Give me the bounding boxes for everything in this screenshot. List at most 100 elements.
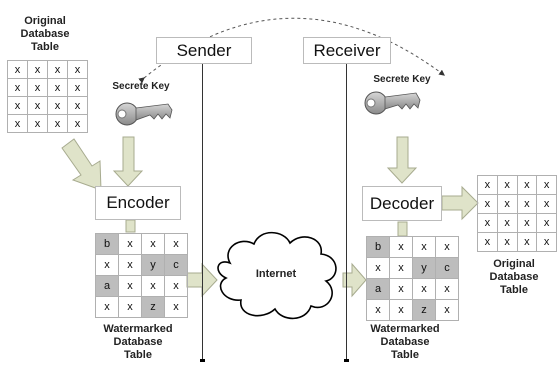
right-watermarked-label: Watermarked Database Table xyxy=(370,323,440,361)
table-cell: x xyxy=(389,257,413,279)
key-exchange-arc xyxy=(138,17,445,84)
sender-divider-end xyxy=(200,359,205,362)
table-cell: x xyxy=(67,60,88,79)
table-cell: x xyxy=(7,78,28,97)
table-cell: x xyxy=(7,96,28,115)
table-cell: x xyxy=(366,257,390,279)
receiver-title: Receiver xyxy=(313,40,381,60)
arrow-internet-to-table xyxy=(342,262,367,298)
table-cell: x xyxy=(435,299,459,321)
right-key-icon xyxy=(364,91,421,115)
table-cell: x xyxy=(118,275,142,297)
table-cell: x xyxy=(118,233,142,255)
table-cell: x xyxy=(7,60,28,79)
table-cell: x xyxy=(496,175,518,195)
table-cell: x xyxy=(67,78,88,97)
table-cell: x xyxy=(516,232,538,252)
table-cell: x xyxy=(389,236,413,258)
table-cell: x xyxy=(389,278,413,300)
left-key-label: Secrete Key xyxy=(112,81,170,92)
arrow-decoder-to-original xyxy=(441,185,479,221)
table-cell: b xyxy=(366,236,390,258)
right-original-label: Original Database Table xyxy=(489,258,539,296)
table-cell: x xyxy=(118,296,142,318)
table-cell: x xyxy=(7,114,28,133)
table-cell: x xyxy=(496,194,518,214)
receiver-divider-end xyxy=(344,359,349,362)
table-cell: x xyxy=(164,275,188,297)
arrow-key-to-encoder xyxy=(112,136,144,187)
table-cell: x xyxy=(95,254,119,276)
table-cell: x xyxy=(516,175,538,195)
decoder-box: Decoder xyxy=(362,186,442,221)
table-cell: x xyxy=(141,233,165,255)
table-cell: x xyxy=(412,236,436,258)
left-key-icon xyxy=(115,102,173,126)
table-cell: x xyxy=(27,78,48,97)
arrow-key-to-decoder xyxy=(386,136,418,184)
decoder-label: Decoder xyxy=(369,193,435,213)
table-cell: x xyxy=(47,114,68,133)
internet-label: Internet xyxy=(255,268,297,280)
table-cell: c xyxy=(164,254,188,276)
table-cell: x xyxy=(67,96,88,115)
table-cell: x xyxy=(141,275,165,297)
table-cell: x xyxy=(164,296,188,318)
table-cell: x xyxy=(536,175,557,195)
table-cell: a xyxy=(366,278,390,300)
table-cell: x xyxy=(27,96,48,115)
table-cell: x xyxy=(496,232,518,252)
sender-title: Sender xyxy=(176,40,232,60)
table-cell: y xyxy=(412,257,436,279)
arrow-table-to-decoder xyxy=(397,221,408,237)
table-cell: z xyxy=(412,299,436,321)
table-cell: x xyxy=(477,213,498,233)
table-cell: x xyxy=(27,114,48,133)
table-cell: x xyxy=(477,194,498,214)
table-cell: x xyxy=(477,175,498,195)
table-cell: z xyxy=(141,296,165,318)
left-watermarked-label: Watermarked Database Table xyxy=(103,323,173,361)
table-cell: x xyxy=(47,96,68,115)
table-cell: x xyxy=(536,213,557,233)
sender-divider-line xyxy=(202,62,203,360)
table-cell: x xyxy=(118,254,142,276)
table-cell: c xyxy=(435,257,459,279)
receiver-divider-line xyxy=(346,62,347,360)
table-cell: x xyxy=(67,114,88,133)
right-key-label: Secrete Key xyxy=(373,74,431,85)
table-cell: x xyxy=(516,213,538,233)
table-cell: x xyxy=(412,278,436,300)
table-cell: x xyxy=(435,236,459,258)
arrow-original-to-encoder xyxy=(61,138,102,191)
left-original-label: Original Database Table xyxy=(20,15,70,53)
encoder-box: Encoder xyxy=(95,186,181,220)
internet-cloud xyxy=(217,231,337,320)
table-cell: y xyxy=(141,254,165,276)
encoder-label: Encoder xyxy=(106,193,170,212)
table-cell: x xyxy=(477,232,498,252)
table-cell: x xyxy=(435,278,459,300)
table-cell: x xyxy=(164,233,188,255)
table-cell: x xyxy=(366,299,390,321)
table-cell: x xyxy=(95,296,119,318)
table-cell: x xyxy=(496,213,518,233)
